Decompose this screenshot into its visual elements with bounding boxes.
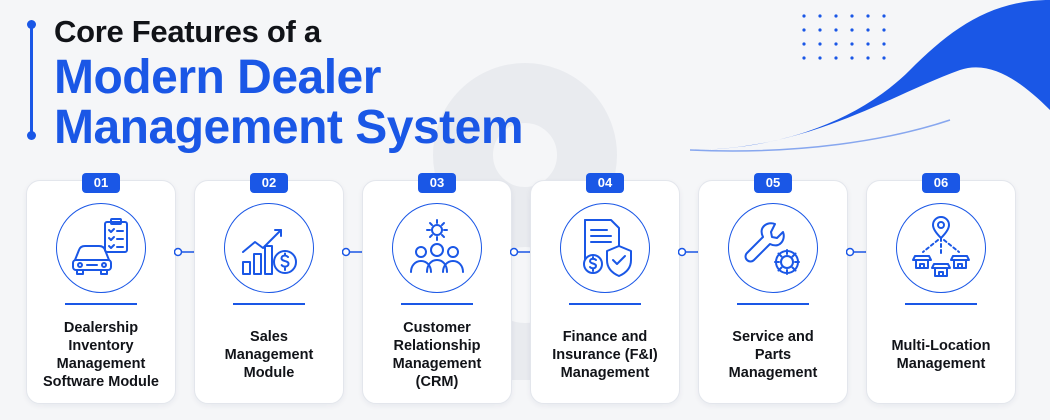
feature-card-03: 03 Customer Relationship Management (CRM… <box>362 173 512 404</box>
feature-card-02: 02 Sales Management Module <box>194 173 344 404</box>
car-inventory-checklist-icon <box>72 218 128 275</box>
title-accent-rail <box>27 20 36 140</box>
card-divider <box>737 303 809 305</box>
feature-label: Finance and Insurance (F&I) Management <box>552 329 658 381</box>
title-line-1: Core Features of a <box>54 14 321 49</box>
card-divider <box>905 303 977 305</box>
crm-people-gear-icon <box>410 219 464 273</box>
sales-growth-chart-icon <box>242 229 297 275</box>
title-line-2: Modern Dealer <box>54 51 381 104</box>
feature-number-badge: 05 <box>754 173 792 193</box>
feature-icon-circle <box>896 203 986 293</box>
feature-label: Sales Management Module <box>224 329 314 381</box>
decorative-dot-grid <box>802 14 886 60</box>
feature-number-badge: 01 <box>82 173 120 193</box>
card-divider <box>233 303 305 305</box>
feature-number-badge: 04 <box>586 173 624 193</box>
feature-card-01: 01 Dealership Inventory Management Softw… <box>26 173 176 404</box>
title-line-3: Management System <box>54 101 524 154</box>
feature-icon-circle <box>728 203 818 293</box>
feature-icon-circle <box>224 203 314 293</box>
finance-shield-document-icon <box>583 219 632 277</box>
multi-location-pin-icon <box>912 216 970 277</box>
feature-label: Service and Parts Management <box>728 329 818 381</box>
feature-icon-circle <box>560 203 650 293</box>
card-divider <box>401 303 473 305</box>
feature-label: Dealership Inventory Management Software… <box>42 320 159 390</box>
feature-label: Customer Relationship Management (CRM) <box>392 320 482 390</box>
feature-card-04: 04 Finance and Insurance (F&I) Managemen… <box>530 173 680 404</box>
feature-number-badge: 03 <box>418 173 456 193</box>
card-divider <box>569 303 641 305</box>
feature-number-badge: 02 <box>250 173 288 193</box>
decorative-wave <box>690 0 1050 152</box>
feature-cards: 01 Dealership Inventory Management Softw… <box>26 172 1022 412</box>
wrench-gear-icon <box>744 222 800 275</box>
card-divider <box>65 303 137 305</box>
feature-number-badge: 06 <box>922 173 960 193</box>
feature-card-05: 05 Service and Parts Management <box>698 173 848 404</box>
feature-card-06: 06 Multi-Location Manag <box>866 173 1016 404</box>
feature-icon-circle <box>392 203 482 293</box>
feature-icon-circle <box>56 203 146 293</box>
feature-label: Multi-Location Management <box>891 338 991 372</box>
